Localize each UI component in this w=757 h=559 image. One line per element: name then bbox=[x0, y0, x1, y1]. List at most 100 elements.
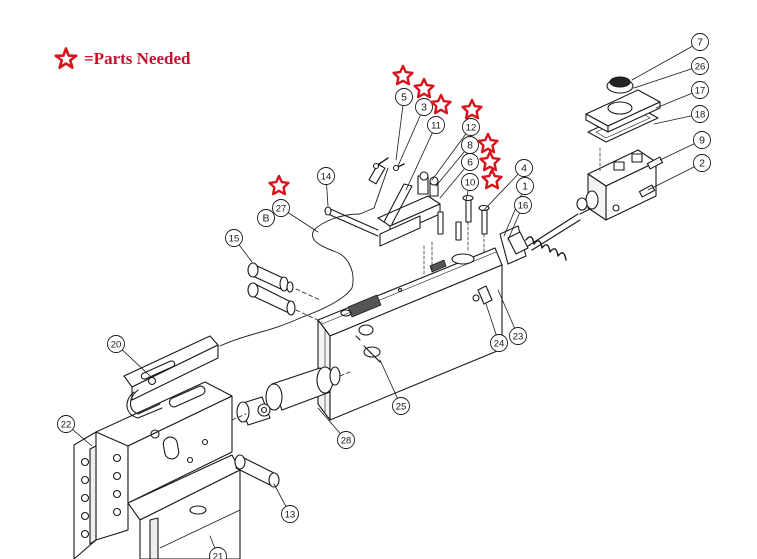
leader-line-20 bbox=[122, 349, 151, 377]
leader-line-28 bbox=[317, 407, 341, 434]
coupler-frame bbox=[73, 381, 241, 559]
leader-line-24 bbox=[485, 303, 497, 335]
star-icon-part-6 bbox=[479, 150, 501, 172]
callout-label: 18 bbox=[695, 110, 706, 121]
leader-line-26 bbox=[633, 68, 692, 89]
callout-circle bbox=[107, 335, 125, 353]
callout-6: 6 bbox=[461, 153, 479, 171]
callout-label: 23 bbox=[513, 332, 524, 343]
star-icon-part-5 bbox=[392, 64, 414, 86]
callout-20: 20 bbox=[107, 335, 125, 353]
callout-label: 2 bbox=[699, 158, 705, 170]
callout-label: 10 bbox=[465, 178, 476, 189]
callout-7: 7 bbox=[691, 33, 709, 51]
callout-label: 7 bbox=[697, 37, 703, 49]
callout-label: 3 bbox=[421, 102, 427, 114]
callout-28: 28 bbox=[337, 431, 355, 449]
fittings bbox=[355, 285, 493, 363]
callout-circle bbox=[257, 209, 275, 227]
callout-circle bbox=[509, 327, 527, 345]
legend: =Parts Needed bbox=[54, 46, 190, 72]
callout-16: 16 bbox=[514, 196, 532, 214]
callout-label: 27 bbox=[276, 204, 287, 215]
callout-circle bbox=[691, 33, 709, 51]
callout-9: 9 bbox=[693, 131, 711, 149]
callout-26: 26 bbox=[691, 57, 709, 75]
leader-line-13 bbox=[273, 483, 287, 507]
leader-line-6 bbox=[439, 168, 465, 199]
legend-label: =Parts Needed bbox=[84, 49, 191, 68]
callout-circle bbox=[337, 431, 355, 449]
callout-label: 12 bbox=[466, 123, 477, 134]
callout-circle bbox=[691, 57, 709, 75]
callout-circle bbox=[515, 159, 533, 177]
callout-circle bbox=[395, 88, 413, 106]
callout-label: 16 bbox=[518, 201, 529, 212]
callout-circle bbox=[57, 415, 75, 433]
callout-11: 11 bbox=[427, 116, 445, 134]
leader-line-14 bbox=[326, 184, 329, 207]
callout-17: 17 bbox=[691, 81, 709, 99]
callout-circle bbox=[225, 229, 243, 247]
star-icon bbox=[54, 47, 78, 70]
callout-10: 10 bbox=[461, 173, 479, 191]
leader-line-4 bbox=[483, 174, 519, 211]
leader-line-22 bbox=[72, 429, 93, 447]
callout-circle bbox=[490, 334, 508, 352]
callout-circle bbox=[392, 397, 410, 415]
callout-15: 15 bbox=[225, 229, 243, 247]
callout-B: B bbox=[257, 209, 275, 227]
callout-18: 18 bbox=[691, 105, 709, 123]
leader-line-16 bbox=[507, 212, 520, 241]
callout-3: 3 bbox=[415, 98, 433, 116]
star-icon-part-3 bbox=[413, 77, 435, 99]
push-rod-spring bbox=[499, 203, 601, 265]
callout-label: 6 bbox=[467, 157, 473, 169]
leader-line-27 bbox=[288, 212, 319, 233]
star-icon-part-12 bbox=[461, 98, 483, 120]
callout-circle bbox=[209, 547, 227, 559]
leader-line-9 bbox=[659, 143, 695, 161]
callout-circle bbox=[427, 116, 445, 134]
callout-label: 20 bbox=[111, 340, 122, 351]
callout-circle bbox=[693, 131, 711, 149]
callout-label: 11 bbox=[431, 121, 441, 132]
callout-circle bbox=[462, 118, 480, 136]
leader-line-11 bbox=[405, 132, 433, 191]
callout-14: 14 bbox=[317, 167, 335, 185]
callout-22: 22 bbox=[57, 415, 75, 433]
callout-label: 8 bbox=[467, 140, 473, 152]
callout-label: 24 bbox=[494, 339, 505, 350]
callout-circle bbox=[693, 154, 711, 172]
callout-label: 14 bbox=[321, 172, 332, 183]
callout-2: 2 bbox=[693, 154, 711, 172]
switch-assembly bbox=[324, 157, 441, 247]
callout-24: 24 bbox=[490, 334, 508, 352]
leader-line-21 bbox=[209, 535, 216, 549]
leader-line-5 bbox=[395, 105, 404, 161]
callout-circle bbox=[691, 81, 709, 99]
callout-label: 22 bbox=[61, 420, 72, 431]
callout-label: 9 bbox=[699, 135, 705, 147]
master-cylinder bbox=[576, 76, 664, 221]
callout-circle bbox=[691, 105, 709, 123]
callout-25: 25 bbox=[392, 397, 410, 415]
callout-label: 4 bbox=[521, 163, 527, 175]
callout-8: 8 bbox=[461, 136, 479, 154]
leader-line-10 bbox=[465, 190, 469, 201]
callout-4: 4 bbox=[515, 159, 533, 177]
leader-line-3 bbox=[397, 114, 421, 167]
leader-line-12 bbox=[431, 133, 467, 181]
star-icon-part-8 bbox=[477, 132, 499, 154]
callout-27: 27 bbox=[272, 199, 290, 217]
callout-circle bbox=[514, 196, 532, 214]
leader-line-7 bbox=[631, 45, 693, 81]
star-icon-part-10 bbox=[481, 168, 503, 190]
callout-label: 28 bbox=[341, 436, 352, 447]
callout-label: 5 bbox=[401, 92, 407, 104]
leader-line-18 bbox=[653, 115, 692, 125]
callout-label: 15 bbox=[229, 234, 240, 245]
leader-line-25 bbox=[379, 359, 398, 399]
pin-13 bbox=[234, 454, 280, 488]
